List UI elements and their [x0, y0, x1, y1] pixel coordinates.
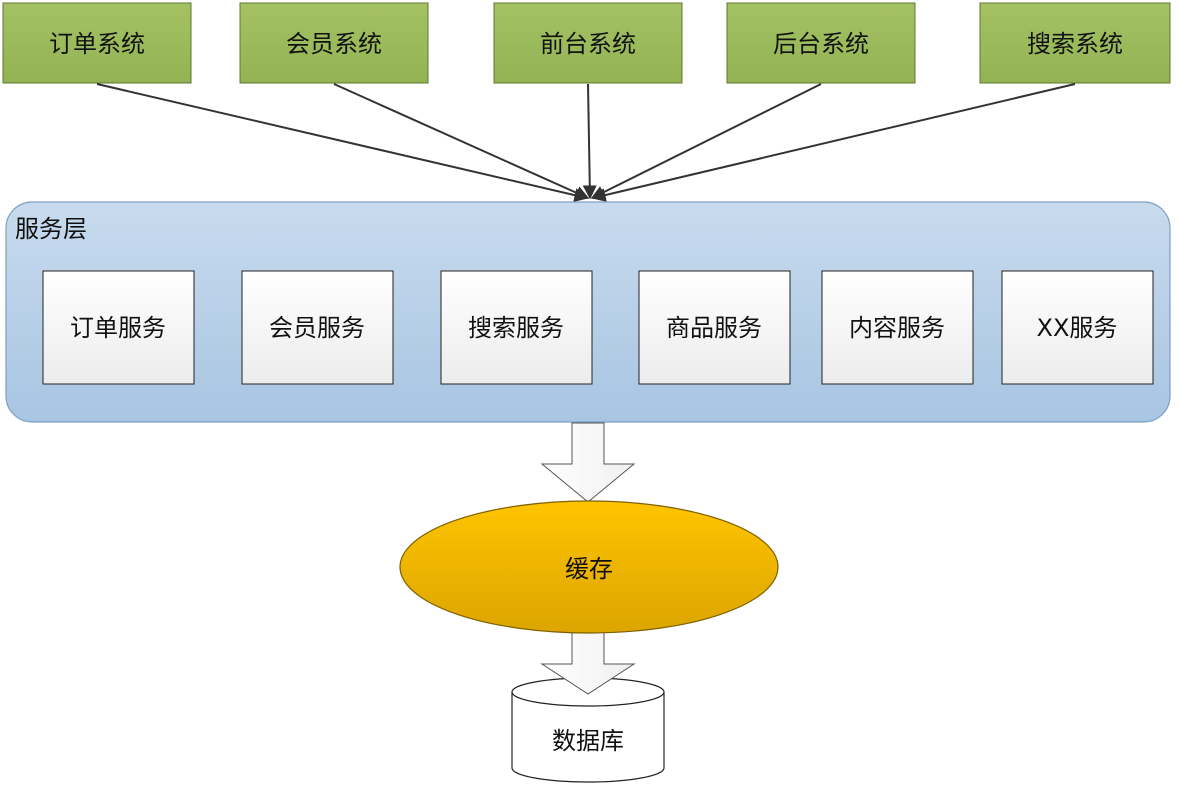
service-search-label: 搜索服务	[468, 314, 564, 342]
service-product-label: 商品服务	[666, 314, 762, 342]
service-member-label: 会员服务	[269, 314, 365, 342]
service-search: 搜索服务	[440, 270, 593, 385]
system-frontend-label: 前台系统	[540, 30, 636, 58]
service-xx: XX服务	[1001, 270, 1154, 385]
cache-label: 缓存	[565, 555, 613, 583]
connector-frontend	[582, 83, 597, 200]
system-order-label: 订单系统	[49, 30, 145, 58]
service-xx-label: XX服务	[1037, 314, 1118, 342]
service-order: 订单服务	[42, 270, 195, 385]
connector-search	[591, 83, 1076, 202]
system-member: 会员系统	[239, 2, 429, 84]
flow-arrow-to-database	[540, 627, 636, 695]
system-connectors	[96, 83, 1076, 202]
connector-backend	[590, 83, 822, 199]
system-search: 搜索系统	[979, 2, 1171, 84]
flow-arrow-to-cache	[540, 422, 636, 503]
cache: 缓存	[399, 500, 779, 634]
connector-order	[96, 83, 589, 202]
service-layer-label: 服务层	[15, 215, 87, 243]
system-order: 订单系统	[2, 2, 192, 84]
system-member-label: 会员系统	[286, 30, 382, 58]
service-content-label: 内容服务	[849, 314, 945, 342]
service-order-label: 订单服务	[70, 314, 166, 342]
connector-member	[333, 83, 590, 200]
service-product: 商品服务	[638, 270, 791, 385]
system-search-label: 搜索系统	[1027, 30, 1123, 58]
service-layer: 服务层 订单服务 会员服务 搜索服务 商品服务 内容服务 XX服务	[5, 201, 1171, 423]
system-backend: 后台系统	[726, 2, 916, 84]
database-label: 数据库	[552, 727, 624, 755]
system-frontend: 前台系统	[493, 2, 683, 84]
system-backend-label: 后台系统	[773, 30, 869, 58]
service-content: 内容服务	[821, 270, 974, 385]
service-member: 会员服务	[241, 270, 394, 385]
